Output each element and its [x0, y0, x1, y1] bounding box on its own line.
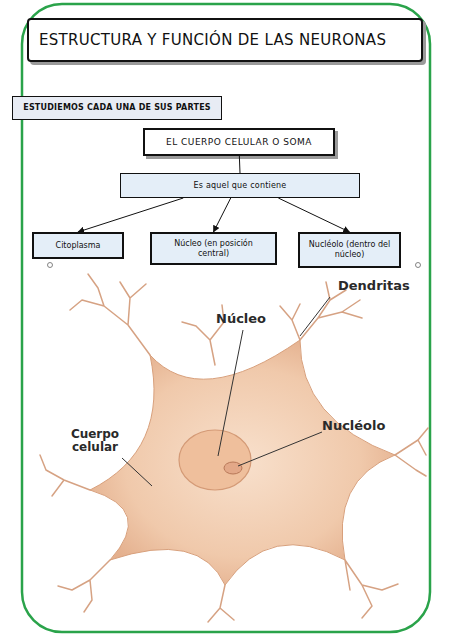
section-box: ESTUDIEMOS CADA UNA DE SUS PARTES [12, 96, 222, 120]
dendrite [395, 428, 428, 476]
node-text: Es aquel que contiene [194, 181, 287, 191]
connector-group [78, 198, 183, 232]
part-box: Núcleo (en posición central) [150, 232, 277, 265]
connector-group [239, 156, 241, 173]
connector [278, 198, 349, 232]
part-label: Cuerpo celular [64, 428, 126, 454]
connector [239, 156, 241, 173]
leader-line [122, 458, 152, 486]
dendrite [208, 585, 234, 622]
dendrite [40, 455, 90, 496]
handle-dot [48, 263, 53, 268]
node-text: EL CUERPO CELULAR O SOMA [166, 137, 312, 148]
dendrite [70, 274, 150, 355]
title-text: ESTRUCTURA Y FUNCIÓN DE LAS NEURONAS [39, 31, 386, 49]
connector [214, 198, 231, 232]
leader-line [300, 297, 330, 336]
connector [78, 198, 183, 232]
node-text: ESTUDIEMOS CADA UNA DE SUS PARTES [23, 103, 211, 113]
leader-line [218, 330, 243, 456]
nucleus [179, 430, 251, 490]
definition-box: Es aquel que contiene [120, 173, 360, 198]
part-label: Nucléolo [322, 419, 412, 433]
node-text: Nucléolo (dentro del núcleo) [309, 240, 391, 259]
leader-lines [122, 297, 330, 486]
topic-box: EL CUERPO CELULAR O SOMA [143, 128, 335, 156]
part-label: Núcleo [216, 312, 286, 326]
dendrite [58, 560, 110, 612]
title-box: ESTRUCTURA Y FUNCIÓN DE LAS NEURONAS [27, 18, 423, 62]
node-text: Citoplasma [56, 241, 101, 251]
connector-group [278, 198, 349, 232]
part-box: Citoplasma [32, 232, 124, 259]
dendrites [40, 274, 428, 622]
handle-dot [416, 263, 421, 268]
part-label: Dendritas [338, 279, 438, 293]
cell-body [90, 340, 395, 585]
nucleolus [224, 462, 242, 474]
connector-group [214, 198, 231, 232]
dendrite [345, 560, 398, 618]
part-box: Nucléolo (dentro del núcleo) [298, 232, 401, 268]
leader-line [238, 432, 322, 466]
node-text: Núcleo (en posición central) [174, 239, 254, 258]
